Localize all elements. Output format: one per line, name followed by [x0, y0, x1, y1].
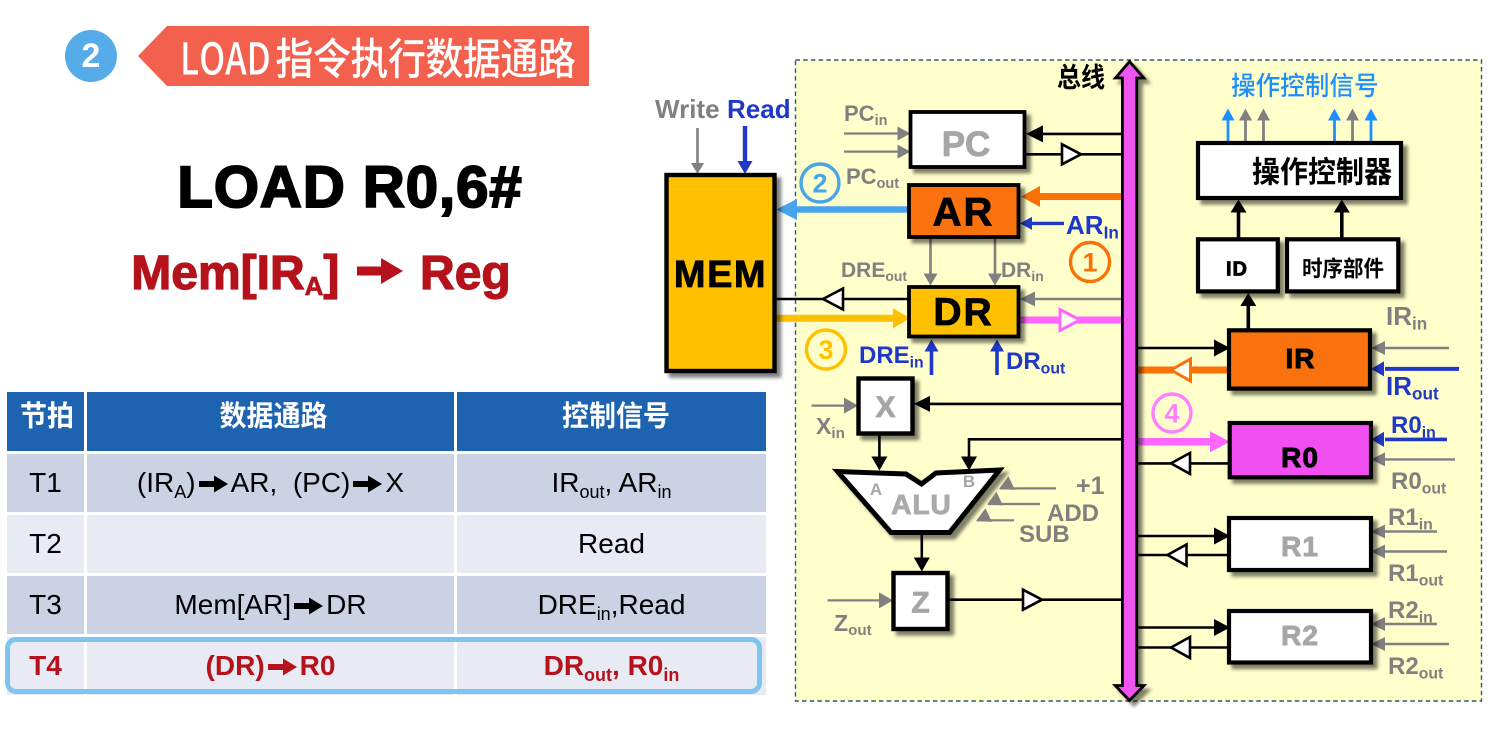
svg-text:PC: PC	[942, 125, 991, 164]
svg-text:DREin: DREin	[859, 342, 924, 371]
svg-text:2: 2	[812, 169, 827, 199]
svg-text:3: 3	[818, 335, 833, 365]
svg-text:AR: AR	[933, 191, 995, 235]
svg-text:MEM: MEM	[674, 254, 767, 296]
svg-text:ALU: ALU	[891, 489, 952, 520]
svg-text:IRin: IRin	[1386, 301, 1427, 334]
svg-text:ID: ID	[1226, 259, 1248, 281]
svg-text:SUB: SUB	[1019, 521, 1070, 548]
svg-text:R1out: R1out	[1388, 560, 1444, 589]
svg-text:Z: Z	[911, 587, 929, 620]
svg-text:DREout: DREout	[841, 259, 907, 284]
svg-text:B: B	[963, 472, 975, 491]
svg-text:DRin: DRin	[1001, 259, 1044, 284]
svg-text:4: 4	[1164, 399, 1179, 429]
svg-text:Zout: Zout	[834, 610, 872, 639]
svg-text:IR: IR	[1286, 343, 1316, 374]
svg-text:DRout: DRout	[1006, 348, 1066, 377]
svg-text:Read: Read	[727, 94, 791, 124]
svg-text:A: A	[870, 480, 882, 499]
svg-text:1: 1	[1082, 248, 1097, 278]
svg-text:PCout: PCout	[846, 164, 899, 192]
svg-text:DR: DR	[933, 291, 993, 334]
svg-text:R1in: R1in	[1388, 504, 1433, 533]
svg-text:R0out: R0out	[1391, 468, 1447, 497]
svg-text:X: X	[875, 391, 895, 424]
svg-text:Write: Write	[655, 94, 720, 124]
svg-text:ADD: ADD	[1047, 500, 1099, 527]
svg-text:Xin: Xin	[816, 413, 845, 442]
svg-text:R1: R1	[1281, 531, 1319, 562]
svg-text:R2: R2	[1281, 620, 1319, 651]
svg-text:R2in: R2in	[1388, 597, 1433, 626]
svg-text:R0in: R0in	[1391, 412, 1436, 441]
svg-text:+1: +1	[1076, 472, 1105, 500]
svg-text:IRout: IRout	[1386, 371, 1439, 404]
svg-text:ARIn: ARIn	[1066, 210, 1119, 243]
svg-text:R0: R0	[1281, 442, 1319, 473]
svg-text:R2out: R2out	[1388, 653, 1444, 682]
svg-text:PCin: PCin	[844, 101, 887, 129]
